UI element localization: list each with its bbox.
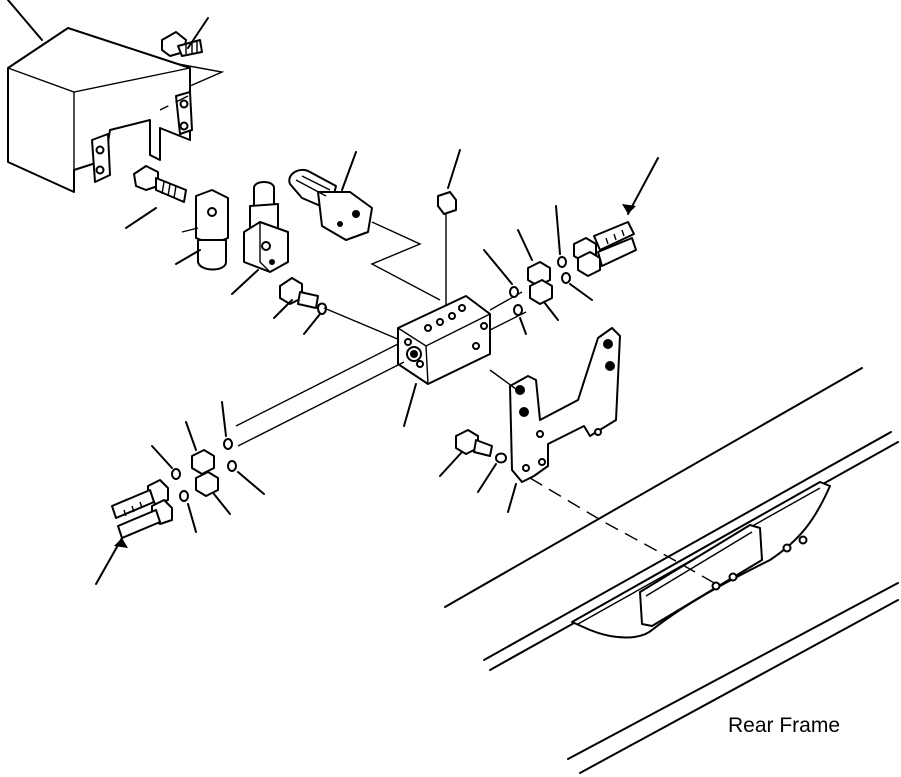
locator-line — [529, 477, 717, 585]
pressure-sensor — [288, 168, 441, 301]
hose-arrow-left — [114, 538, 128, 548]
rear-frame — [444, 367, 899, 774]
solenoid-valve-right — [243, 181, 289, 273]
long-bolt — [133, 165, 187, 203]
leader-lines — [7, 0, 659, 585]
mounting-bracket — [489, 327, 621, 483]
cover-box — [7, 27, 225, 193]
top-plug — [437, 191, 457, 312]
mount-bolt — [279, 277, 401, 341]
right-fittings — [489, 221, 637, 331]
bracket-bolt — [455, 429, 507, 464]
rear-frame-caption: Rear Frame — [728, 714, 841, 737]
solenoid-valve-left — [181, 189, 229, 271]
manifold-block — [397, 295, 491, 385]
hose-arrow-right — [622, 204, 636, 214]
left-fittings — [111, 343, 405, 539]
